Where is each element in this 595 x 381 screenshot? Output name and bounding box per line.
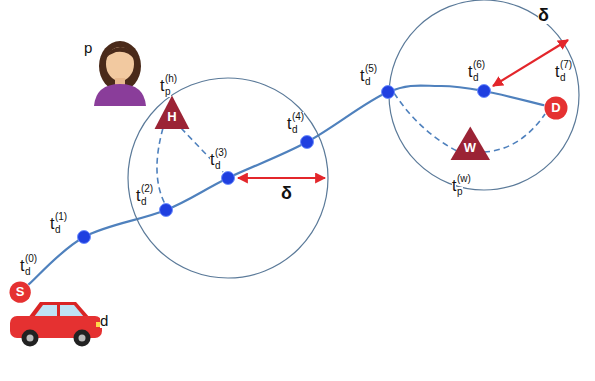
time-symbol: t xyxy=(210,152,214,168)
time-symbol: t xyxy=(136,188,140,204)
time-subscript: d xyxy=(215,161,221,171)
waypoint-dot xyxy=(478,85,491,98)
detour-line xyxy=(157,128,165,204)
waypoint-dot xyxy=(301,136,314,149)
time-subscript: p xyxy=(457,187,463,197)
time-superscript: (2) xyxy=(141,184,153,194)
time-subscript: d xyxy=(25,267,31,277)
time-symbol: t xyxy=(50,216,54,232)
distance-arrow xyxy=(493,40,568,86)
time-symbol: t xyxy=(160,78,164,94)
time-subscript: p xyxy=(165,87,171,97)
time-superscript: (3) xyxy=(215,148,227,158)
delta-label: δ xyxy=(281,184,292,202)
node-circle xyxy=(9,281,30,302)
time-subscript: d xyxy=(292,125,298,135)
node-triangle xyxy=(450,126,490,160)
time-subscript: d xyxy=(55,225,61,235)
waypoint-dot xyxy=(160,204,173,217)
detour-line xyxy=(394,93,457,151)
node-label: H xyxy=(167,110,176,124)
route-line xyxy=(28,86,544,285)
distance-arrow xyxy=(238,177,325,179)
time-subscript: d xyxy=(560,73,566,83)
waypoint-dot xyxy=(222,172,235,185)
time-symbol: t xyxy=(287,116,291,132)
person-icon xyxy=(94,41,146,106)
time-subscript: d xyxy=(473,73,479,83)
node-circle xyxy=(545,97,568,120)
time-superscript: (0) xyxy=(25,254,37,264)
time-subscript: d xyxy=(141,197,147,207)
waypoint-dot xyxy=(78,231,91,244)
time-superscript: (1) xyxy=(55,212,67,222)
delta-label: δ xyxy=(538,6,549,24)
range-circle xyxy=(389,0,579,190)
waypoint-dot xyxy=(382,86,395,99)
stop-triangle: W xyxy=(450,126,491,161)
time-subscript: d xyxy=(365,77,371,87)
node-label: W xyxy=(464,141,476,155)
time-symbol: t xyxy=(20,258,24,274)
time-superscript: (6) xyxy=(473,60,485,70)
agent-label: p xyxy=(84,40,92,55)
time-superscript: (7) xyxy=(560,60,572,70)
time-superscript: (5) xyxy=(365,64,377,74)
time-superscript: (h) xyxy=(165,74,177,84)
time-symbol: t xyxy=(555,64,559,80)
agent-label: d xyxy=(100,313,108,328)
node-label: D xyxy=(551,101,560,115)
car-icon xyxy=(10,302,102,347)
node-triangle xyxy=(155,95,190,129)
range-circle xyxy=(128,78,328,278)
time-symbol: t xyxy=(468,64,472,80)
time-symbol: t xyxy=(360,68,364,84)
stop-triangle: H xyxy=(154,95,190,130)
time-superscript: (4) xyxy=(292,112,304,122)
start-node: S xyxy=(9,281,31,303)
time-superscript: (w) xyxy=(457,174,471,184)
time-symbol: t xyxy=(452,178,456,194)
node-label: S xyxy=(16,285,25,299)
end-node: D xyxy=(544,96,568,120)
detour-line xyxy=(484,114,545,152)
